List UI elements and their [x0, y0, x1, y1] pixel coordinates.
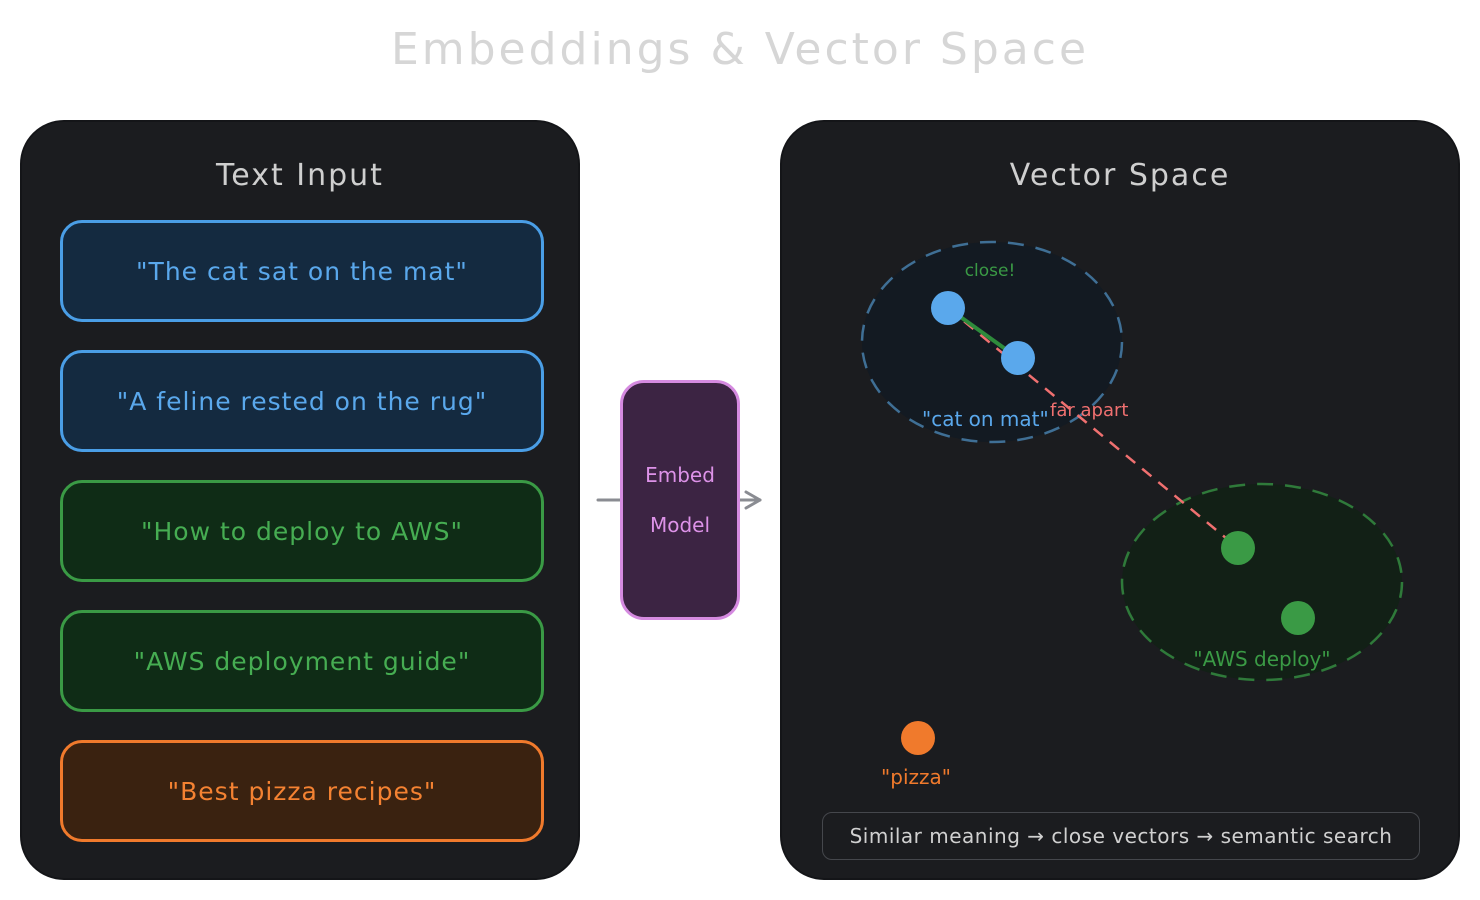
text-input-box-feline: "A feline rested on the rug": [60, 350, 544, 452]
text-input-box-aws-guide: "AWS deployment guide": [60, 610, 544, 712]
far-apart-annotation: far apart: [1050, 400, 1128, 421]
vector-space-panel-title: Vector Space: [1009, 158, 1231, 193]
aws-cluster-label: "AWS deploy": [1193, 647, 1330, 671]
vector-space-panel: Vector Space close! "cat on mat" far apa…: [780, 120, 1460, 880]
text-input-box-deploy: "How to deploy to AWS": [60, 480, 544, 582]
vector-space-plot: close! "cat on mat" far apart "AWS deplo…: [860, 240, 1404, 789]
pizza-point: [901, 721, 935, 755]
diagram-title: Embeddings & Vector Space: [390, 24, 1090, 75]
cat-cluster-label: "cat on mat": [922, 407, 1049, 431]
embed-model-label-line2: Model: [649, 513, 711, 537]
embed-model-label-line1: Embed: [645, 463, 715, 487]
text-input-panel-title: Text Input: [216, 158, 384, 193]
cat-point-2: [1001, 341, 1035, 375]
semantic-search-caption: Similar meaning → close vectors → semant…: [822, 812, 1420, 860]
text-input-panel: Text Input "The cat sat on the mat" "A f…: [20, 120, 580, 880]
aws-point-1: [1221, 531, 1255, 565]
pizza-label: "pizza": [881, 765, 951, 789]
arrow-out-head: [744, 490, 762, 510]
aws-point-2: [1281, 601, 1315, 635]
aws-cluster-ellipse: [1120, 482, 1404, 682]
cat-point-1: [931, 291, 965, 325]
text-input-box-pizza: "Best pizza recipes": [60, 740, 544, 842]
text-input-box-cat: "The cat sat on the mat": [60, 220, 544, 322]
embed-model-box: Embed Model: [620, 380, 740, 620]
cat-cluster-ellipse: [860, 240, 1124, 444]
close-annotation: close!: [965, 261, 1016, 281]
